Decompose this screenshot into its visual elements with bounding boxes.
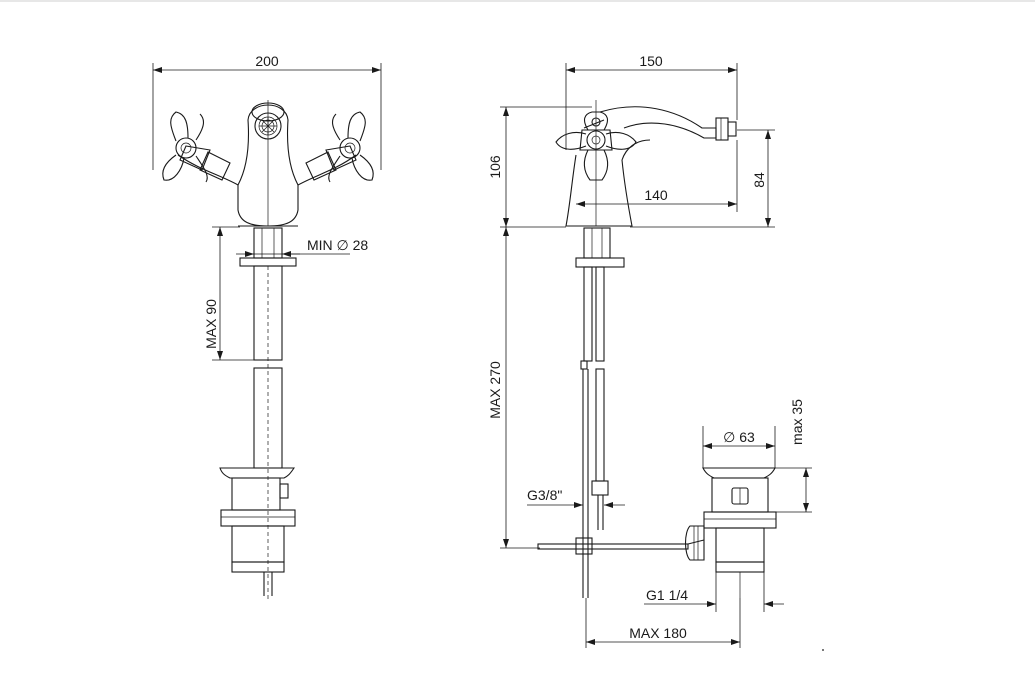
shank-front xyxy=(239,227,297,600)
popup-knob-front xyxy=(251,102,285,140)
dimension-label-106: 106 xyxy=(487,155,503,179)
dimension-width-150: 150 xyxy=(565,53,738,150)
dimension-waste-thread: G1 1/4 xyxy=(644,572,784,612)
dimension-label-max-270: MAX 270 xyxy=(487,361,503,419)
dimension-label-140: 140 xyxy=(644,187,668,203)
mixer-body-front xyxy=(177,100,357,227)
waste-front xyxy=(219,467,296,596)
dimension-label-200: 200 xyxy=(255,53,279,69)
dimension-hole-diameter: MIN ∅ 28 xyxy=(236,237,368,257)
dimension-label-g1-14: G1 1/4 xyxy=(646,587,688,603)
dimension-label-max-90: MAX 90 xyxy=(203,299,219,349)
stray-dot xyxy=(822,649,824,651)
dimension-inlet-thread: G3/8" xyxy=(527,487,625,512)
dimension-spout-reach-140: 140 xyxy=(576,140,738,212)
waste-side xyxy=(684,467,777,598)
dimension-waste-height: max 35 xyxy=(775,399,812,513)
popup-rod-side xyxy=(537,537,705,555)
dimension-deck-thickness: MAX 90 xyxy=(203,226,254,361)
dimension-label-min-28: MIN ∅ 28 xyxy=(307,237,368,253)
dimension-label-g38: G3/8" xyxy=(527,487,562,503)
dimension-label-max-35: max 35 xyxy=(789,399,805,445)
dimension-rod-length: MAX 270 xyxy=(487,227,540,549)
dimension-waste-diameter: ∅ 63 xyxy=(702,426,776,468)
right-cross-handle xyxy=(305,111,374,183)
shank-side xyxy=(575,227,625,598)
dimension-spout-height-84: 84 xyxy=(630,129,775,228)
dimension-waste-reach: MAX 180 xyxy=(585,598,741,648)
dimension-label-150: 150 xyxy=(639,53,663,69)
dimension-label-max-180: MAX 180 xyxy=(629,625,687,641)
left-cross-handle xyxy=(162,111,231,183)
dimension-width-200: 200 xyxy=(152,53,382,170)
dimension-height-106: 106 xyxy=(487,106,592,228)
front-view: 200 xyxy=(152,53,382,600)
dimension-label-63: ∅ 63 xyxy=(723,429,755,445)
dimension-label-84: 84 xyxy=(751,172,767,188)
side-cross-handle xyxy=(555,111,637,181)
side-view: 150 106 84 xyxy=(487,53,824,651)
mixer-body-side xyxy=(565,100,737,227)
